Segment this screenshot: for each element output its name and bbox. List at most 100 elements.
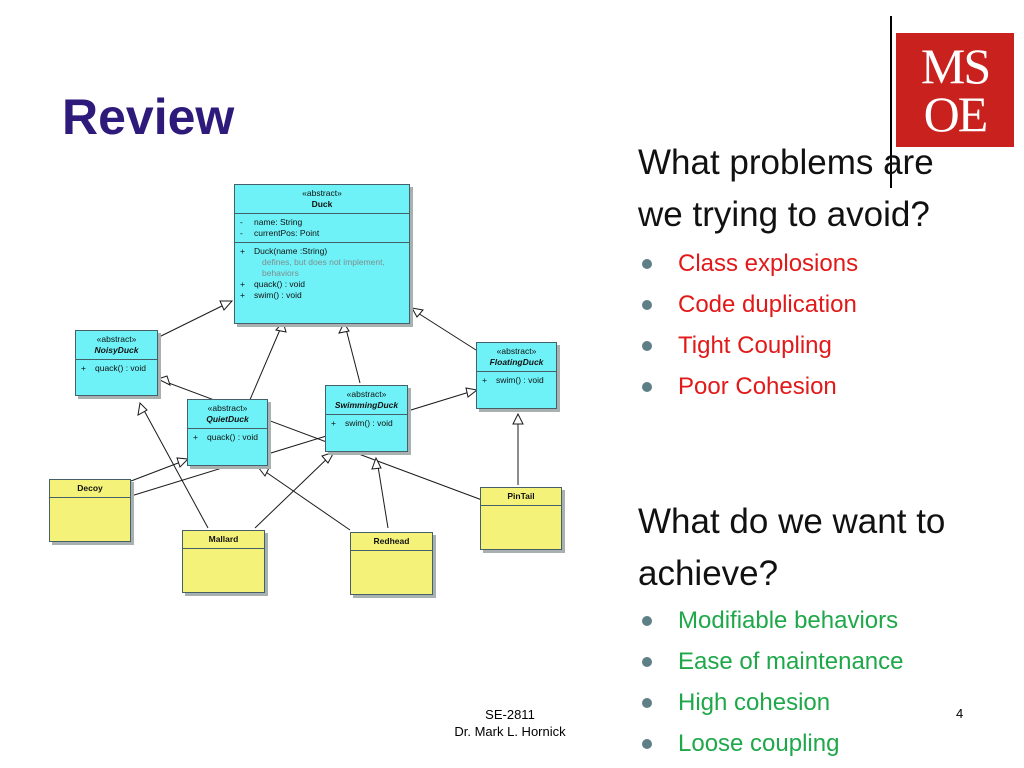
logo-divider (890, 16, 892, 188)
swimming-class-name: SwimmingDuck (334, 400, 399, 410)
arrowhead-duck-3 (338, 321, 350, 334)
noisy-stereotype: «abstract» (96, 334, 137, 344)
edge-noisy-duck (156, 301, 231, 339)
op-visibility: + (193, 432, 198, 442)
arrowhead-quiet-1 (176, 457, 190, 468)
bullet-icon (642, 341, 652, 351)
duck-attributes: - name: String - currentPos: Point (235, 214, 409, 243)
problem-text: Class explosions (678, 250, 859, 277)
mallard-class-name: Mallard (208, 534, 239, 544)
logo-line-1: MS (920, 38, 991, 94)
goal-text: Modifiable behaviors (678, 607, 899, 634)
quiet-stereotype: «abstract» (207, 403, 248, 413)
problems-list: Class explosions Code duplication Tight … (638, 243, 968, 407)
goals-list: Modifiable behaviors Ease of maintenance… (638, 600, 968, 764)
arrowhead-swimming-2 (371, 456, 382, 470)
arrowhead-quiet-2 (256, 466, 270, 477)
question-problems: What problems are we trying to avoid? (638, 143, 934, 234)
op-quack: quack() : void (254, 279, 306, 289)
floating-op-swim: swim() : void (496, 375, 544, 385)
op-visibility: + (240, 246, 245, 256)
swimming-stereotype: «abstract» (346, 389, 387, 399)
op-visibility: + (482, 375, 487, 385)
edge-floating-duck (409, 307, 477, 351)
goals-section: What do we want to achieve? Modifiable b… (638, 496, 968, 764)
attr-visibility: - (240, 217, 243, 227)
floating-stereotype: «abstract» (496, 346, 537, 356)
goal-text: Loose coupling (678, 730, 840, 757)
op-visibility: + (240, 279, 245, 289)
bullet-icon (642, 698, 652, 708)
pintail-class-name: PinTail (507, 491, 535, 501)
attr-visibility: - (240, 228, 243, 238)
uml-class-noisy-duck: «abstract» NoisyDuck + quack() : void (75, 330, 158, 396)
list-item: Modifiable behaviors (638, 600, 968, 641)
arrowhead-noisy-1 (137, 401, 148, 416)
noisy-op-quack: quack() : void (95, 363, 147, 373)
edge-swimming-duck (344, 324, 361, 384)
arrowhead-duck-2 (275, 320, 287, 333)
decoy-class-name: Decoy (77, 483, 103, 493)
problem-text: Code duplication (678, 291, 857, 318)
edge-redhead-swimming (376, 459, 389, 529)
arrowhead-duck-4 (411, 307, 424, 318)
uml-class-decoy: Decoy (49, 479, 131, 542)
footer-author: Dr. Mark L. Hornick (454, 724, 566, 739)
bullet-icon (642, 739, 652, 749)
logo-line-2: OE (923, 86, 989, 142)
edge-mallard-noisy (139, 402, 209, 529)
arrowhead-duck-1 (219, 300, 234, 311)
swimming-op-swim: swim() : void (345, 418, 393, 428)
arrowhead-swimming-1 (321, 451, 336, 464)
edge-redhead-quiet (259, 467, 351, 531)
uml-class-quiet-duck: «abstract» QuietDuck + quack() : void (187, 399, 268, 466)
bullet-icon (642, 657, 652, 667)
duck-class-name: Duck (311, 199, 333, 209)
bullet-icon (642, 382, 652, 392)
attr-current-pos: currentPos: Point (254, 228, 320, 238)
list-item: Ease of maintenance (638, 641, 968, 682)
uml-class-pintail: PinTail (480, 487, 562, 550)
quiet-op-quack: quack() : void (207, 432, 259, 442)
op-visibility: + (240, 290, 245, 300)
op-visibility: + (331, 418, 336, 428)
slide-footer: SE-2811 Dr. Mark L. Hornick (420, 706, 600, 740)
duck-note-line-2: behaviors (262, 268, 299, 278)
list-item: Poor Cohesion (638, 366, 968, 407)
op-swim: swim() : void (254, 290, 302, 300)
page-number: 4 (956, 706, 964, 721)
edge-decoy-floating (130, 389, 477, 497)
quiet-class-name: QuietDuck (206, 414, 249, 424)
op-visibility: + (81, 363, 86, 373)
footer-course: SE-2811 (485, 707, 535, 722)
redhead-class-name: Redhead (373, 536, 410, 546)
list-item: Loose coupling (638, 723, 968, 764)
uml-class-floating-duck: «abstract» FloatingDuck + swim() : void (476, 342, 557, 409)
goal-text: High cohesion (678, 689, 831, 716)
arrowhead-noisy-2 (156, 375, 171, 386)
arrowhead-floating-2 (512, 412, 524, 425)
attr-name: name: String (254, 217, 303, 227)
problem-text: Tight Coupling (678, 332, 832, 359)
list-item: Code duplication (638, 284, 968, 325)
arrowhead-floating-1 (465, 387, 479, 398)
duck-operations: + Duck(name :String) defines, but does no… (235, 243, 409, 304)
uml-class-mallard: Mallard (182, 530, 265, 593)
msoe-logo: MS OE (896, 33, 1014, 147)
list-item: Tight Coupling (638, 325, 968, 366)
duck-stereotype: «abstract» (302, 188, 342, 198)
bullet-icon (642, 259, 652, 269)
floating-class-name: FloatingDuck (489, 357, 544, 367)
uml-class-duck: «abstract» Duck - name: String - currentPo… (234, 184, 410, 324)
uml-class-redhead: Redhead (350, 532, 433, 595)
op-constructor: Duck(name :String) (254, 246, 328, 256)
bullet-icon (642, 300, 652, 310)
list-item: Class explosions (638, 243, 968, 284)
goal-text: Ease of maintenance (678, 648, 904, 675)
edge-mallard-swimming (254, 452, 334, 529)
bullet-icon (642, 616, 652, 626)
problem-text: Poor Cohesion (678, 373, 837, 400)
slide-title: Review (62, 89, 235, 145)
duck-note-line-1: defines, but does not implement, (262, 257, 385, 267)
noisy-class-name: NoisyDuck (94, 345, 139, 355)
